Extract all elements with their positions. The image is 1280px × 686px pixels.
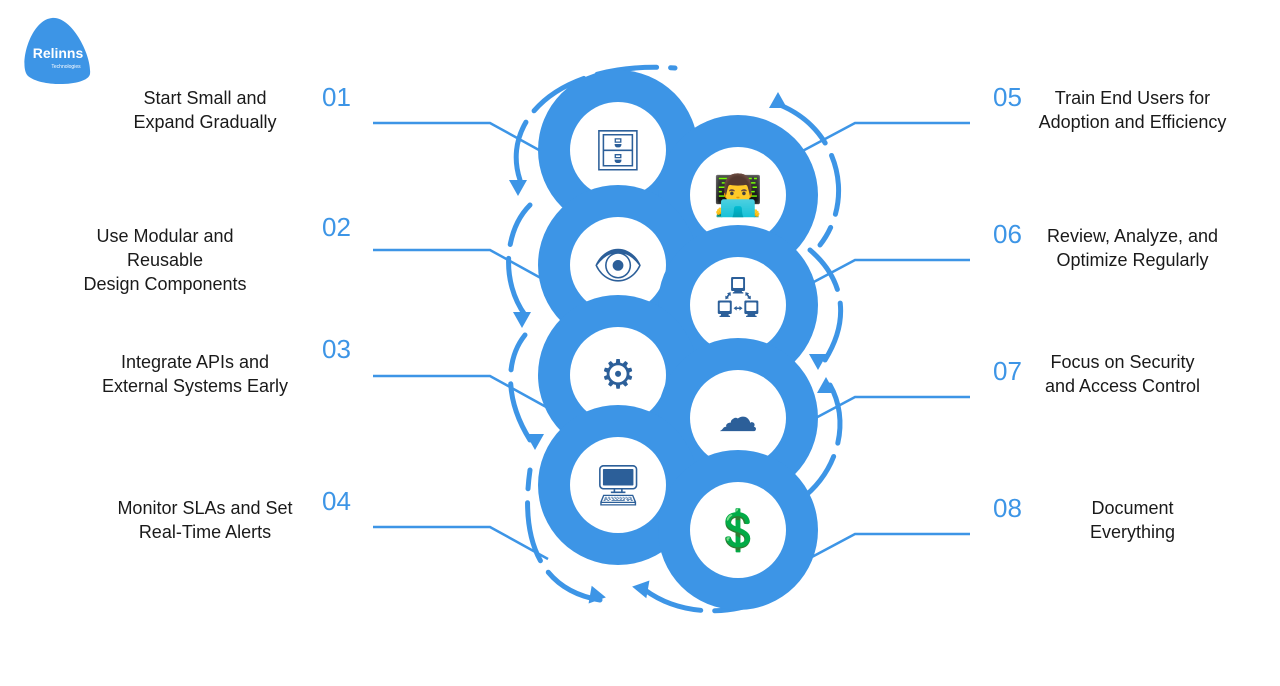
logo: Relinns Technologies xyxy=(22,16,94,86)
developer-laptop-icon: 👨‍💻 xyxy=(713,173,763,218)
step-number: 07 xyxy=(993,356,1022,386)
server-binary-icon: 🖧 xyxy=(715,278,761,322)
step-number: 08 xyxy=(993,493,1022,523)
step-number: 04 xyxy=(322,486,351,516)
ring-center xyxy=(570,217,666,313)
svg-text:Technologies: Technologies xyxy=(51,64,81,70)
svg-text:Relinns: Relinns xyxy=(33,45,84,61)
connector-line-left xyxy=(373,121,549,157)
cycle-arrow-arc xyxy=(508,332,533,443)
arrowhead-icon xyxy=(526,434,544,450)
step-number: 03 xyxy=(322,334,351,364)
database-email-icon: 🗄 xyxy=(592,128,644,173)
cycle-arrow-arc xyxy=(797,382,843,503)
arrowhead-icon xyxy=(513,312,531,328)
eye-gear-icon: 👁 xyxy=(592,243,644,288)
cycle-arrow-arc xyxy=(777,102,842,248)
cycle-arrow-arc xyxy=(807,247,844,363)
arrowhead-icon xyxy=(588,585,606,604)
ring-center xyxy=(570,327,666,423)
ring-center xyxy=(690,257,786,353)
step-number: 05 xyxy=(993,82,1022,112)
arrowhead-icon xyxy=(809,354,827,370)
cycle-arrow-arc xyxy=(506,202,533,318)
step-number: 06 xyxy=(993,219,1022,249)
step-number: 02 xyxy=(322,212,351,242)
connector-line-right xyxy=(794,121,970,157)
arrowhead-icon xyxy=(509,180,527,196)
ring-center xyxy=(690,370,786,466)
arrowhead-icon xyxy=(817,377,835,393)
connector-line-right xyxy=(794,532,970,568)
step-number: 01 xyxy=(322,82,351,112)
connector-line-right xyxy=(794,258,970,294)
connector-line-left xyxy=(373,525,549,561)
ring-center xyxy=(570,102,666,198)
connector-line-left xyxy=(373,248,549,284)
gear-document-icon: ⚙ xyxy=(600,353,636,397)
connector-line-left xyxy=(373,374,549,410)
cycle-arrow-arc xyxy=(525,467,603,603)
connector-line-right xyxy=(794,395,970,431)
ring-center xyxy=(690,147,786,243)
cycle-arrow-arc xyxy=(513,64,678,183)
arrowhead-icon xyxy=(632,580,650,599)
ring-center xyxy=(570,437,666,533)
arrowhead-icon xyxy=(769,92,787,108)
cloud-hand-icon: ☁ xyxy=(718,396,758,440)
ring-center xyxy=(690,482,786,578)
monitor-gear-icon: 🖥 xyxy=(592,463,644,508)
cloud-coins-icon: 💲 xyxy=(713,508,763,553)
